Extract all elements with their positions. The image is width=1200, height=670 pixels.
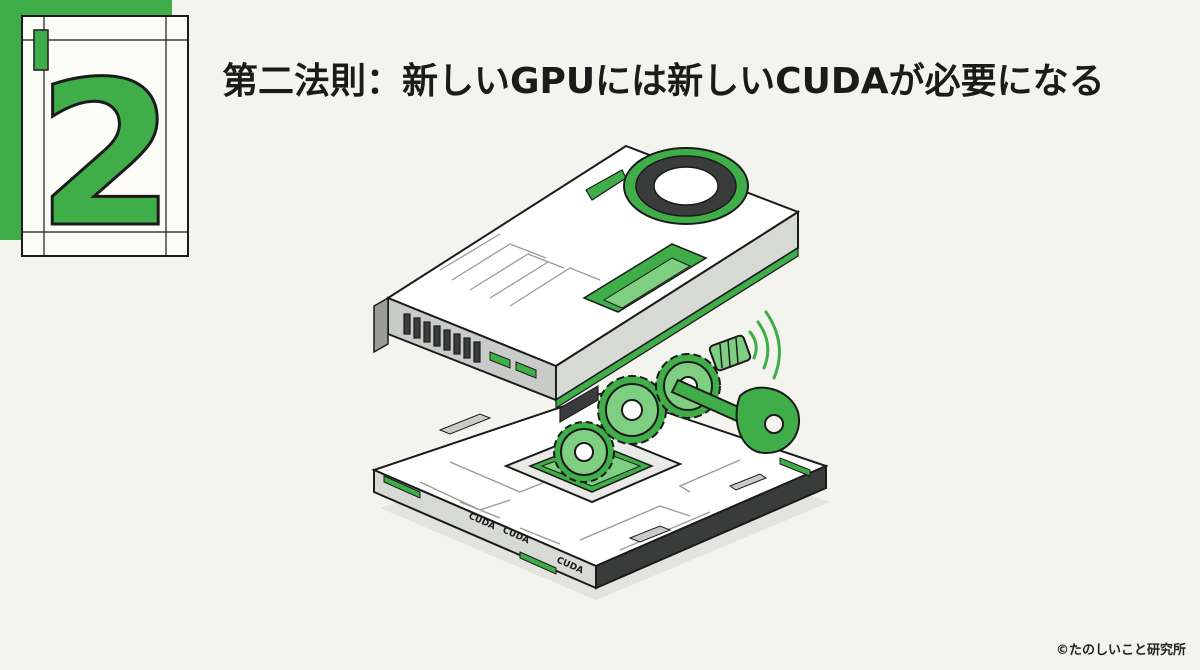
gear-icon (553, 421, 615, 483)
signal-waves-icon (748, 310, 781, 380)
copyright-text: ©たのしいこと研究所 (1055, 643, 1186, 658)
slide-number-badge: 2 (0, 0, 189, 258)
slide-number: 2 (36, 39, 175, 258)
key-icon (670, 334, 801, 454)
gpu-card-icon (373, 144, 801, 424)
gpu-cuda-illustration: CUDA CUDA CUDA (371, 144, 830, 600)
page-title: 第二法則：新しいGPUには新しいCUDAが必要になる (222, 61, 1105, 102)
gear-icon (597, 375, 667, 445)
